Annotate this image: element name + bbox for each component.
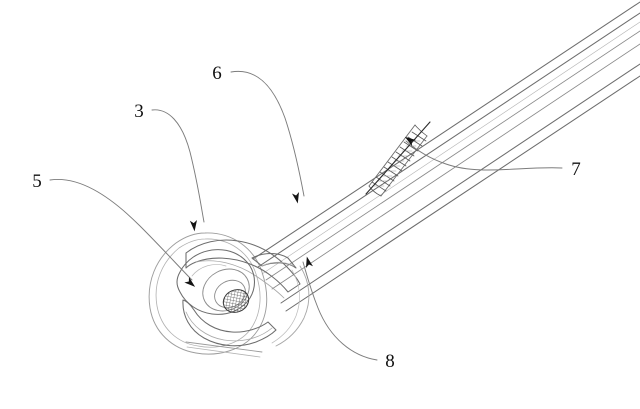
head-collar-shadow-line <box>261 261 295 267</box>
impeller-head-assembly <box>148 232 310 358</box>
coil-turn <box>403 141 419 152</box>
tube-inner-rod-line-1 <box>265 30 640 281</box>
impeller-shroud-rim <box>155 238 261 348</box>
arrowhead-7 <box>404 136 417 146</box>
tube-center-axis-line <box>261 21 640 275</box>
arrowhead-3 <box>189 220 197 232</box>
coil-end-cap-left <box>368 185 382 197</box>
coil-end-cap-right <box>414 124 428 137</box>
arrowhead-6 <box>291 192 299 204</box>
leader-line-7 <box>405 140 563 171</box>
head-to-tube-collar <box>251 252 297 269</box>
leader-line-6 <box>230 70 305 197</box>
tube-outer-upper-line-2 <box>257 12 640 268</box>
callout-leaders-group <box>49 70 563 361</box>
tube-outer-lower-line-2 <box>285 75 640 312</box>
impeller-blade-lower-edge <box>185 311 273 342</box>
callout-label-5: 5 <box>32 171 42 192</box>
arrowhead-8 <box>306 256 313 268</box>
internal-coil-spring <box>365 121 431 197</box>
hatched-shaft-cross-section <box>222 289 250 313</box>
impeller-hub-contour <box>191 264 227 277</box>
callout-label-3: 3 <box>134 101 144 122</box>
coil-turn <box>379 171 395 182</box>
coil-turn <box>399 146 415 157</box>
coil-inner-shading-group <box>373 140 421 187</box>
callout-arrowheads-group <box>184 136 417 287</box>
coil-turn <box>383 166 399 177</box>
impeller-blade-lower <box>182 299 277 347</box>
callout-label-6: 6 <box>212 63 222 84</box>
callout-label-7: 7 <box>571 159 581 180</box>
impeller-blade-crease <box>195 260 285 299</box>
leader-line-5 <box>49 178 193 281</box>
coil-envelope-lower <box>380 135 428 197</box>
coil-turn <box>387 161 403 172</box>
impeller-throat-curve-inner <box>271 269 300 344</box>
coil-core-rod <box>365 121 431 195</box>
coil-turn <box>371 181 387 192</box>
coil-turn <box>395 151 411 162</box>
coil-turn <box>391 156 407 167</box>
tube-outer-upper-line-1 <box>252 1 640 260</box>
leader-line-8 <box>302 261 378 361</box>
callout-label-8: 8 <box>385 351 395 372</box>
coil-turn <box>375 176 391 187</box>
impeller-hub-barrel <box>176 249 256 315</box>
coil-turns-group <box>371 131 427 192</box>
tube-outer-lower-line-1 <box>280 63 640 304</box>
coil-envelope-upper <box>368 124 416 187</box>
impeller-outer-shroud <box>148 232 268 355</box>
impeller-trailing-edge-1 <box>185 341 263 353</box>
coil-turn <box>411 131 427 142</box>
leader-line-3 <box>151 109 205 223</box>
callout-labels-group: 3 5 6 7 8 <box>32 63 581 372</box>
tubular-shaft-assembly <box>252 1 640 312</box>
impeller-throat-curve <box>275 265 310 347</box>
arrowhead-5 <box>184 277 196 287</box>
impeller-trailing-edge-2 <box>186 346 261 358</box>
